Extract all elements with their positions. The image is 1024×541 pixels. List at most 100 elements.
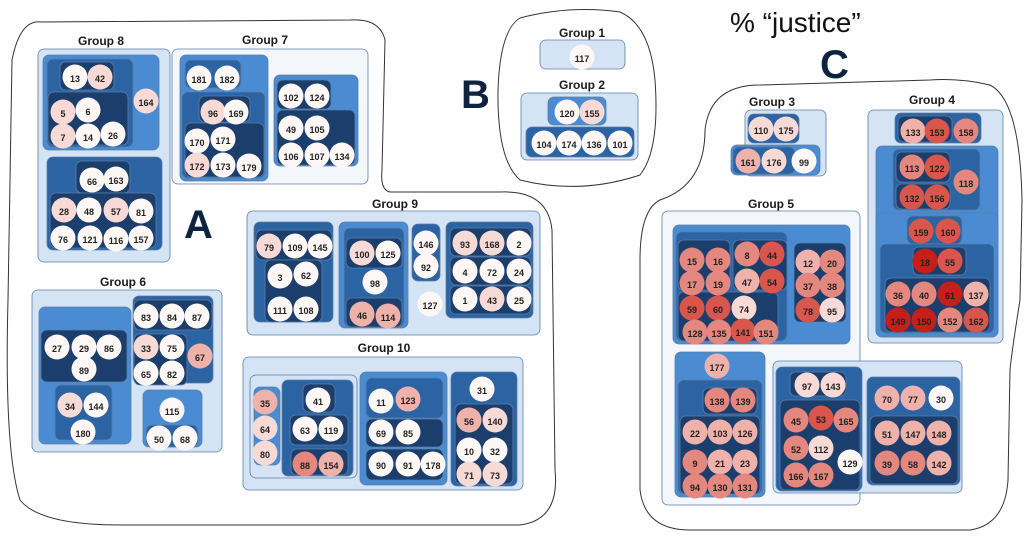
node-116: 116 <box>103 226 129 252</box>
node-175: 175 <box>773 116 799 142</box>
node-label: 93 <box>460 240 470 250</box>
node-label: 82 <box>167 370 177 380</box>
node-label: 168 <box>484 240 499 250</box>
node-38: 38 <box>819 272 845 298</box>
node-circle <box>820 372 846 398</box>
node-158: 158 <box>953 118 979 144</box>
node-45: 45 <box>783 407 809 433</box>
node-circle <box>278 115 304 141</box>
node-circle <box>963 281 989 307</box>
node-circle <box>293 296 319 322</box>
node-label: 105 <box>309 125 324 135</box>
node-label: 28 <box>59 207 69 217</box>
node-64: 64 <box>252 415 278 441</box>
node-label: 91 <box>403 461 413 471</box>
node-circle <box>159 334 185 360</box>
node-17: 17 <box>679 270 705 296</box>
node-circle <box>569 44 595 70</box>
node-circle <box>456 407 482 433</box>
node-label: 87 <box>192 313 202 323</box>
node-156: 156 <box>924 184 950 210</box>
node-55: 55 <box>937 248 963 274</box>
node-142: 142 <box>926 450 952 476</box>
node-label: 79 <box>264 243 274 253</box>
node-label: 114 <box>381 313 396 323</box>
node-circle <box>734 241 760 267</box>
node-58: 58 <box>900 450 926 476</box>
node-label: 130 <box>712 483 727 493</box>
node-32: 32 <box>482 437 508 463</box>
node-49: 49 <box>278 115 304 141</box>
node-label: 127 <box>422 301 437 311</box>
node-154: 154 <box>318 451 344 477</box>
node-92: 92 <box>413 253 439 279</box>
node-circle <box>456 437 482 463</box>
node-label: 58 <box>908 460 918 470</box>
node-89: 89 <box>71 356 97 382</box>
node-circle <box>679 270 705 296</box>
node-93: 93 <box>452 230 478 256</box>
node-circle <box>349 240 375 266</box>
node-label: 104 <box>536 140 551 150</box>
node-circle <box>304 115 330 141</box>
node-94: 94 <box>682 473 708 499</box>
node-label: 80 <box>260 450 270 460</box>
node-label: 110 <box>754 126 769 136</box>
node-label: 169 <box>228 109 243 119</box>
node-133: 133 <box>900 118 926 144</box>
node-label: 102 <box>283 93 298 103</box>
node-label: 116 <box>109 236 124 246</box>
node-label: 106 <box>283 152 298 162</box>
node-155: 155 <box>579 99 605 125</box>
node-label: 176 <box>766 158 781 168</box>
node-circle <box>794 372 820 398</box>
node-label: 30 <box>936 395 946 405</box>
node-160: 160 <box>935 218 961 244</box>
node-circle <box>223 99 249 125</box>
node-122: 122 <box>924 154 950 180</box>
node-label: 147 <box>905 430 920 440</box>
node-172: 172 <box>184 152 210 178</box>
node-126: 126 <box>732 419 758 445</box>
node-96: 96 <box>200 99 226 125</box>
node-label: 34 <box>65 402 75 412</box>
node-circle <box>899 154 925 180</box>
node-circle <box>704 387 730 413</box>
node-label: 126 <box>737 429 752 439</box>
node-circle <box>413 253 439 279</box>
node-label: 167 <box>813 472 828 482</box>
node-59: 59 <box>679 295 705 321</box>
node-circle <box>953 118 979 144</box>
node-44: 44 <box>759 241 785 267</box>
node-circle <box>318 416 344 442</box>
node-83: 83 <box>133 303 159 329</box>
node-label: 24 <box>514 268 524 278</box>
node-circle <box>100 121 126 147</box>
node-label: 41 <box>313 397 323 407</box>
node-label: 47 <box>742 278 752 288</box>
node-label: 78 <box>803 307 813 317</box>
node-circle <box>705 270 731 296</box>
node-label: 151 <box>758 329 773 339</box>
node-label: 84 <box>167 313 177 323</box>
node-circle <box>479 286 505 312</box>
node-label: 17 <box>687 280 697 290</box>
node-label: 144 <box>88 402 103 412</box>
node-164: 164 <box>133 88 159 114</box>
node-circle <box>963 307 989 333</box>
node-circle <box>252 415 278 441</box>
node-circle <box>885 307 911 333</box>
node-130: 130 <box>707 473 733 499</box>
node-circle <box>899 184 925 210</box>
node-circle <box>184 152 210 178</box>
node-label: 62 <box>301 271 311 281</box>
node-circle <box>705 247 731 273</box>
node-147: 147 <box>900 420 926 446</box>
node-circle <box>706 319 732 345</box>
node-circle <box>783 462 809 488</box>
node-circle <box>307 233 333 259</box>
node-50: 50 <box>146 425 172 451</box>
node-152: 152 <box>937 307 963 333</box>
node-label: 170 <box>189 138 204 148</box>
node-135: 135 <box>706 319 732 345</box>
